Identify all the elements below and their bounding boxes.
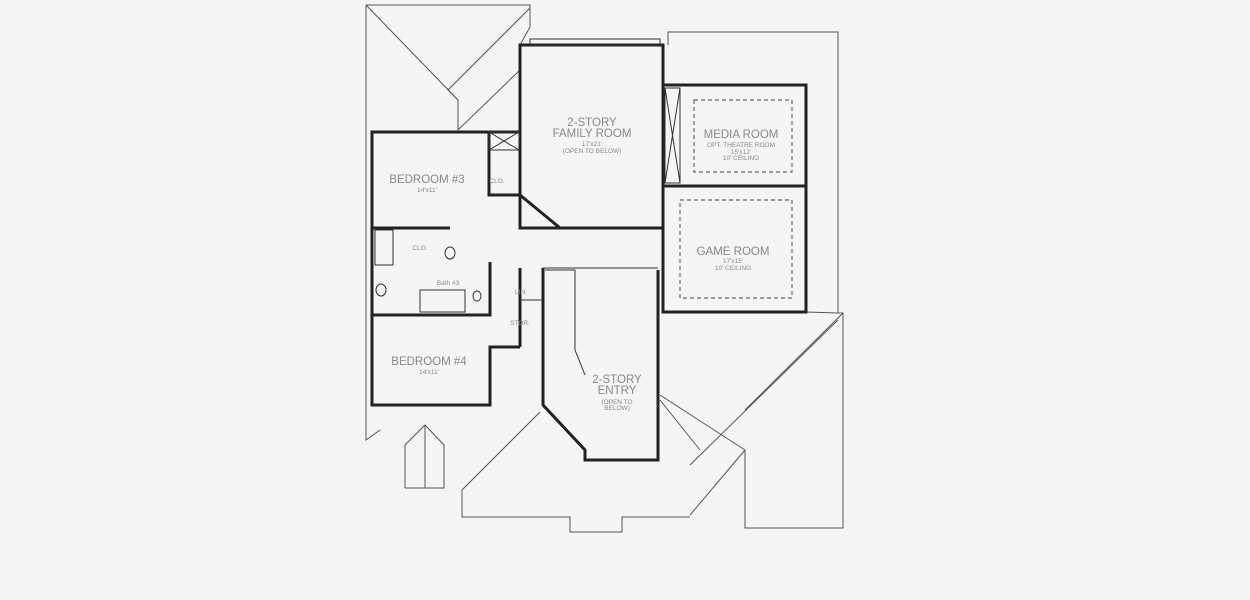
room-game-room: GAME ROOM 17'x15' 10' CEILING [697,246,770,272]
storage-label: STOR. [510,320,530,327]
room-dashed-outlines [679,99,793,299]
room-size: 15'x12' [731,149,751,156]
room-name: ENTRY [598,385,637,397]
room-media-room: MEDIA ROOM OPT. THEATRE ROOM 15'x12' 10'… [704,129,779,162]
room-bedroom-4: BEDROOM #4 14'x11' [391,356,467,376]
bath-label: Bath #3 [437,280,460,287]
room-name: 2-STORY [592,374,642,386]
walls [370,38,808,462]
room-name: BEDROOM #4 [391,356,467,368]
room-size: 17'x21' [582,141,602,148]
room-name: FAMILY ROOM [553,128,632,140]
room-size: 14'x11' [419,369,439,376]
room-subtitle: OPT. THEATRE ROOM [707,142,775,149]
room-size: 17'x15' [723,258,743,265]
closet-label: CLO. [412,245,427,252]
linen-label: LIN. [515,289,527,296]
room-name: 2-STORY [567,117,617,129]
room-name: BEDROOM #3 [389,174,464,186]
room-note: BELOW) [604,405,630,412]
small-labels: CLO. CLO. Bath #3 LIN. STOR. [412,178,530,327]
room-name: GAME ROOM [697,246,770,258]
room-note: (OPEN TO [601,399,632,406]
room-entry: 2-STORY ENTRY (OPEN TO BELOW) [592,374,642,412]
room-name: MEDIA ROOM [704,129,779,141]
closet-label: CLO. [489,178,504,185]
room-bedroom-3: BEDROOM #3 14'x11' [389,174,464,194]
room-note: 10' CEILING [715,265,751,272]
room-family-room: 2-STORY FAMILY ROOM 17'x21' (OPEN TO BEL… [553,117,632,155]
room-note: 10' CEILING [723,155,759,162]
room-size: 14'x11' [417,187,437,194]
room-note: (OPEN TO BELOW) [563,148,622,155]
roof-outlines [365,4,844,533]
